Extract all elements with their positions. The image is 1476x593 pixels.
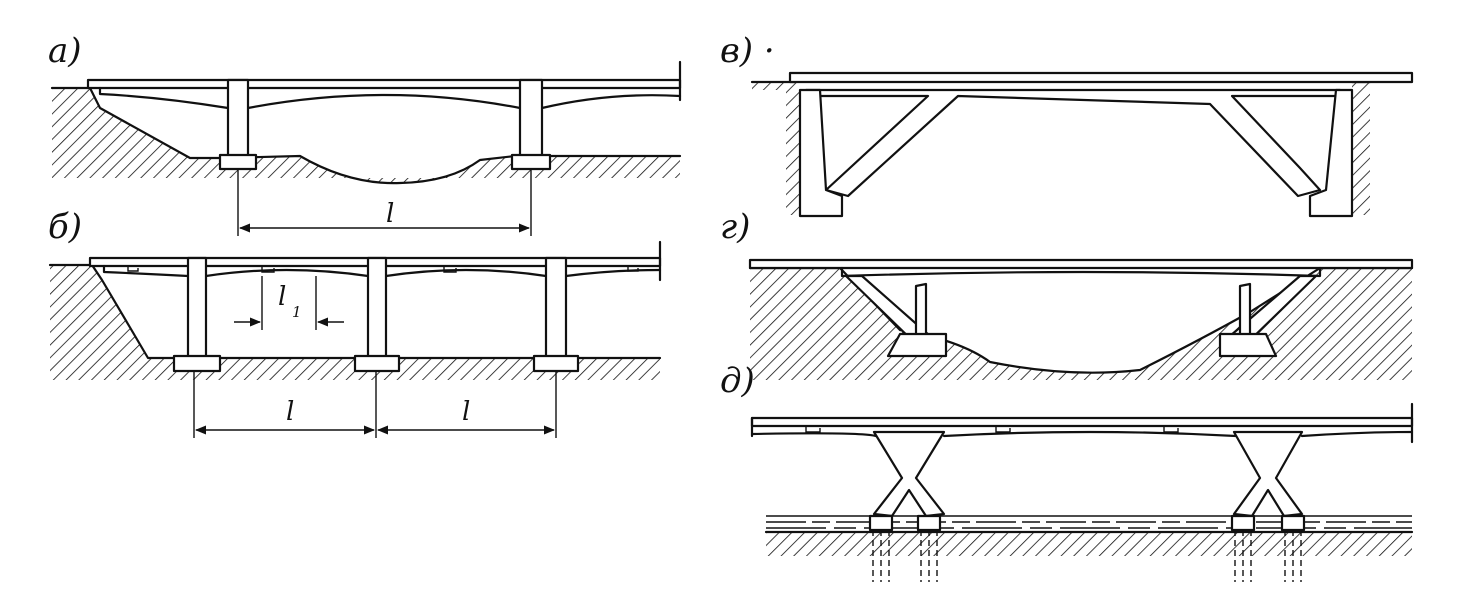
panel-g-girder bbox=[840, 266, 1322, 278]
panel-d-pilecap-4 bbox=[1280, 514, 1306, 532]
panel-a-deck bbox=[86, 78, 682, 90]
panel-d-joint-3 bbox=[1163, 426, 1179, 433]
panel-d-pilecap-1 bbox=[868, 514, 894, 532]
panel-a-pier-2 bbox=[518, 78, 544, 159]
panel-v-label: в) · bbox=[720, 31, 775, 71]
panel-v-right-soil bbox=[1352, 82, 1370, 215]
panel-b-span-left-label: l bbox=[286, 397, 294, 427]
panel-a-span-label: l bbox=[386, 199, 394, 229]
panel-b-footing-2 bbox=[353, 354, 401, 373]
panel-v-left-soil bbox=[752, 82, 800, 215]
panel-b-sub-label: l bbox=[278, 282, 286, 312]
panel-b-span-right-label: l bbox=[462, 397, 470, 427]
panel-d-pilecap-3 bbox=[1230, 514, 1256, 532]
panel-b-footing-3 bbox=[532, 354, 580, 373]
panel-a-pier-1 bbox=[226, 78, 250, 159]
panel-b-pier-2 bbox=[366, 256, 388, 360]
panel-a-girder-mid bbox=[246, 93, 522, 110]
panel-d-xpier-left bbox=[872, 430, 946, 518]
panel-g-ground-hatch bbox=[750, 268, 1412, 380]
panel-a-girder-left bbox=[98, 86, 230, 110]
panel-d-riverbed-hatch bbox=[766, 532, 1412, 556]
panel-b-pier-3 bbox=[544, 256, 568, 360]
panel-b-joint-1 bbox=[127, 266, 139, 272]
panel-b-ground-hatch bbox=[50, 265, 660, 380]
panel-a-ground-line bbox=[50, 86, 682, 185]
panel-a-label: а) bbox=[48, 31, 82, 71]
panel-b-pier-1 bbox=[186, 256, 208, 360]
panel-g-deck bbox=[748, 258, 1414, 270]
panel-v-strut-frame bbox=[804, 88, 1342, 198]
panel-d-piles bbox=[872, 530, 1302, 582]
panel-d: д) bbox=[720, 361, 1414, 582]
panel-b-girder-2 bbox=[204, 268, 370, 278]
panel-g-footing-left bbox=[886, 332, 948, 358]
panel-g-ground-line bbox=[748, 266, 1414, 374]
panel-d-joint-2 bbox=[995, 426, 1011, 433]
panel-d-joint-1 bbox=[805, 426, 821, 433]
panel-d-xpier-right bbox=[1232, 430, 1304, 518]
panel-v-abutment-left bbox=[798, 88, 844, 218]
panel-d-deck bbox=[750, 416, 1414, 428]
panel-g: г) bbox=[720, 207, 1414, 380]
panel-b: б) l 1 l l bbox=[48, 207, 662, 438]
panel-b-footing-1 bbox=[172, 354, 222, 373]
panel-b-sub-index: 1 bbox=[292, 303, 302, 321]
panel-b-joint-4 bbox=[627, 266, 639, 272]
panel-v-abutment-right bbox=[1308, 88, 1354, 218]
panel-b-girder-1 bbox=[102, 264, 190, 278]
panel-v: в) · bbox=[720, 31, 1414, 218]
panel-d-girder bbox=[750, 430, 1414, 438]
panel-b-ground-line bbox=[48, 263, 662, 360]
panel-a-ground-hatch bbox=[52, 88, 680, 184]
panel-a-girder-right bbox=[540, 94, 682, 110]
panel-a-footing-1 bbox=[218, 153, 258, 171]
panel-v-deck bbox=[788, 71, 1414, 84]
panel-g-post-left bbox=[914, 282, 928, 338]
panel-b-girder-4 bbox=[564, 268, 662, 278]
panel-b-label: б) bbox=[48, 207, 82, 247]
panel-g-post-right bbox=[1238, 282, 1252, 338]
panel-a: а) l bbox=[48, 31, 682, 236]
panel-b-girder-3 bbox=[384, 268, 548, 278]
panel-b-joint-3 bbox=[443, 266, 457, 273]
panel-a-footing-2 bbox=[510, 153, 552, 171]
panel-d-pilecap-2 bbox=[916, 514, 942, 532]
panel-g-label: г) bbox=[720, 207, 750, 247]
panel-g-footing-right bbox=[1218, 332, 1278, 358]
panel-b-joint-2 bbox=[261, 266, 275, 273]
panel-d-label: д) bbox=[720, 361, 755, 401]
